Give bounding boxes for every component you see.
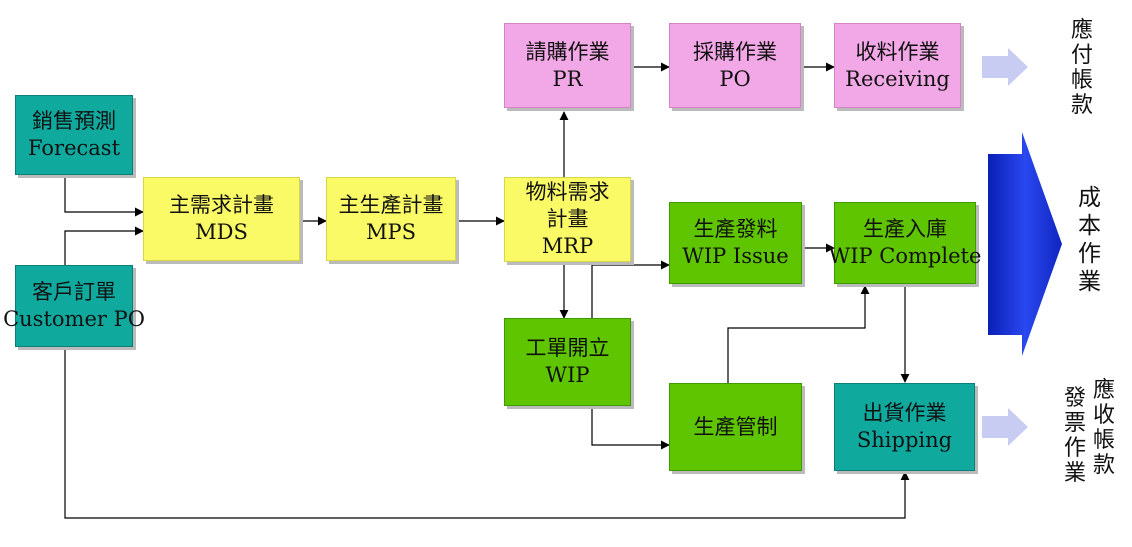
receiving-label-zh: 收料作業 [855,39,940,64]
arrow-customer-mds [64,226,144,265]
shipping-label-zh: 出貨作業 [862,401,947,425]
arrow-wip-wipissue [591,260,670,318]
forecast-box: 銷售預測 Forecast [15,95,133,175]
shop-control-box: 生產管制 [669,383,802,471]
mds-label-en: MDS [195,220,248,244]
po-box: 採購作業 PO [669,23,801,108]
mds-label-zh: 主需求計畫 [169,193,274,217]
invoice-operation-label: 發 票 作 業 [1064,386,1087,486]
receivable-block-arrow [982,408,1028,446]
po-label-en: PO [719,66,751,91]
wip-complete-box: 生產入庫 WIP Complete [829,202,981,284]
wip-label-en: WIP [545,363,590,387]
accounts-payable-label: 應 付 帳 款 [1071,18,1094,118]
accounts-receivable-label: 應 收 帳 款 [1093,378,1116,478]
shipping-box: 出貨作業 Shipping [834,383,975,471]
mds-box: 主需求計畫 MDS [143,177,300,261]
cost-operation-label: 成 本 作 業 [1078,185,1101,295]
wip-box: 工單開立 WIP [504,318,631,406]
wip-issue-label-zh: 生產發料 [693,217,778,241]
po-label-zh: 採購作業 [693,39,777,64]
customer-po-label-en: Customer PO [3,307,145,331]
pr-box: 請購作業 PR [504,23,631,108]
receiving-box: 收料作業 Receiving [834,23,961,108]
shipping-label-en: Shipping [856,428,953,452]
pr-label-zh: 請購作業 [525,39,610,64]
payable-block-arrow [982,48,1028,86]
forecast-label-zh: 銷售預測 [32,109,116,133]
arrow-wip-shopcontrol [591,407,670,450]
arrow-forecast-mds [64,178,144,217]
mrp-label-en: MRP [541,234,594,258]
wip-complete-label-en: WIP Complete [828,244,982,268]
arrow-customer-shipping [64,348,910,519]
wip-label-zh: 工單開立 [525,336,610,360]
customer-po-box: 客戶訂單 Customer PO [3,265,145,347]
receiving-label-en: Receiving [845,66,950,91]
mps-box: 主生產計畫 MPS [326,177,456,261]
forecast-label-en: Forecast [27,136,121,160]
wip-issue-box: 生產發料 WIP Issue [669,202,802,284]
wip-issue-label-en: WIP Issue [682,244,789,268]
wip-complete-label-zh: 生產入庫 [863,217,947,241]
customer-po-label-zh: 客戶訂單 [32,280,116,304]
pr-label-en: PR [552,66,583,91]
mps-label-en: MPS [365,220,417,244]
mrp-box: 物料需求 計畫 MRP [504,177,631,262]
shop-control-label-zh: 生產管制 [693,414,778,439]
mrp-label-zh-2: 計畫 [546,207,589,231]
cost-big-arrow [988,132,1062,356]
mrp-label-zh-1: 物料需求 [525,180,610,204]
arrow-shopcontrol-wipcomplete [727,285,870,383]
mps-label-zh: 主生產計畫 [338,193,444,217]
